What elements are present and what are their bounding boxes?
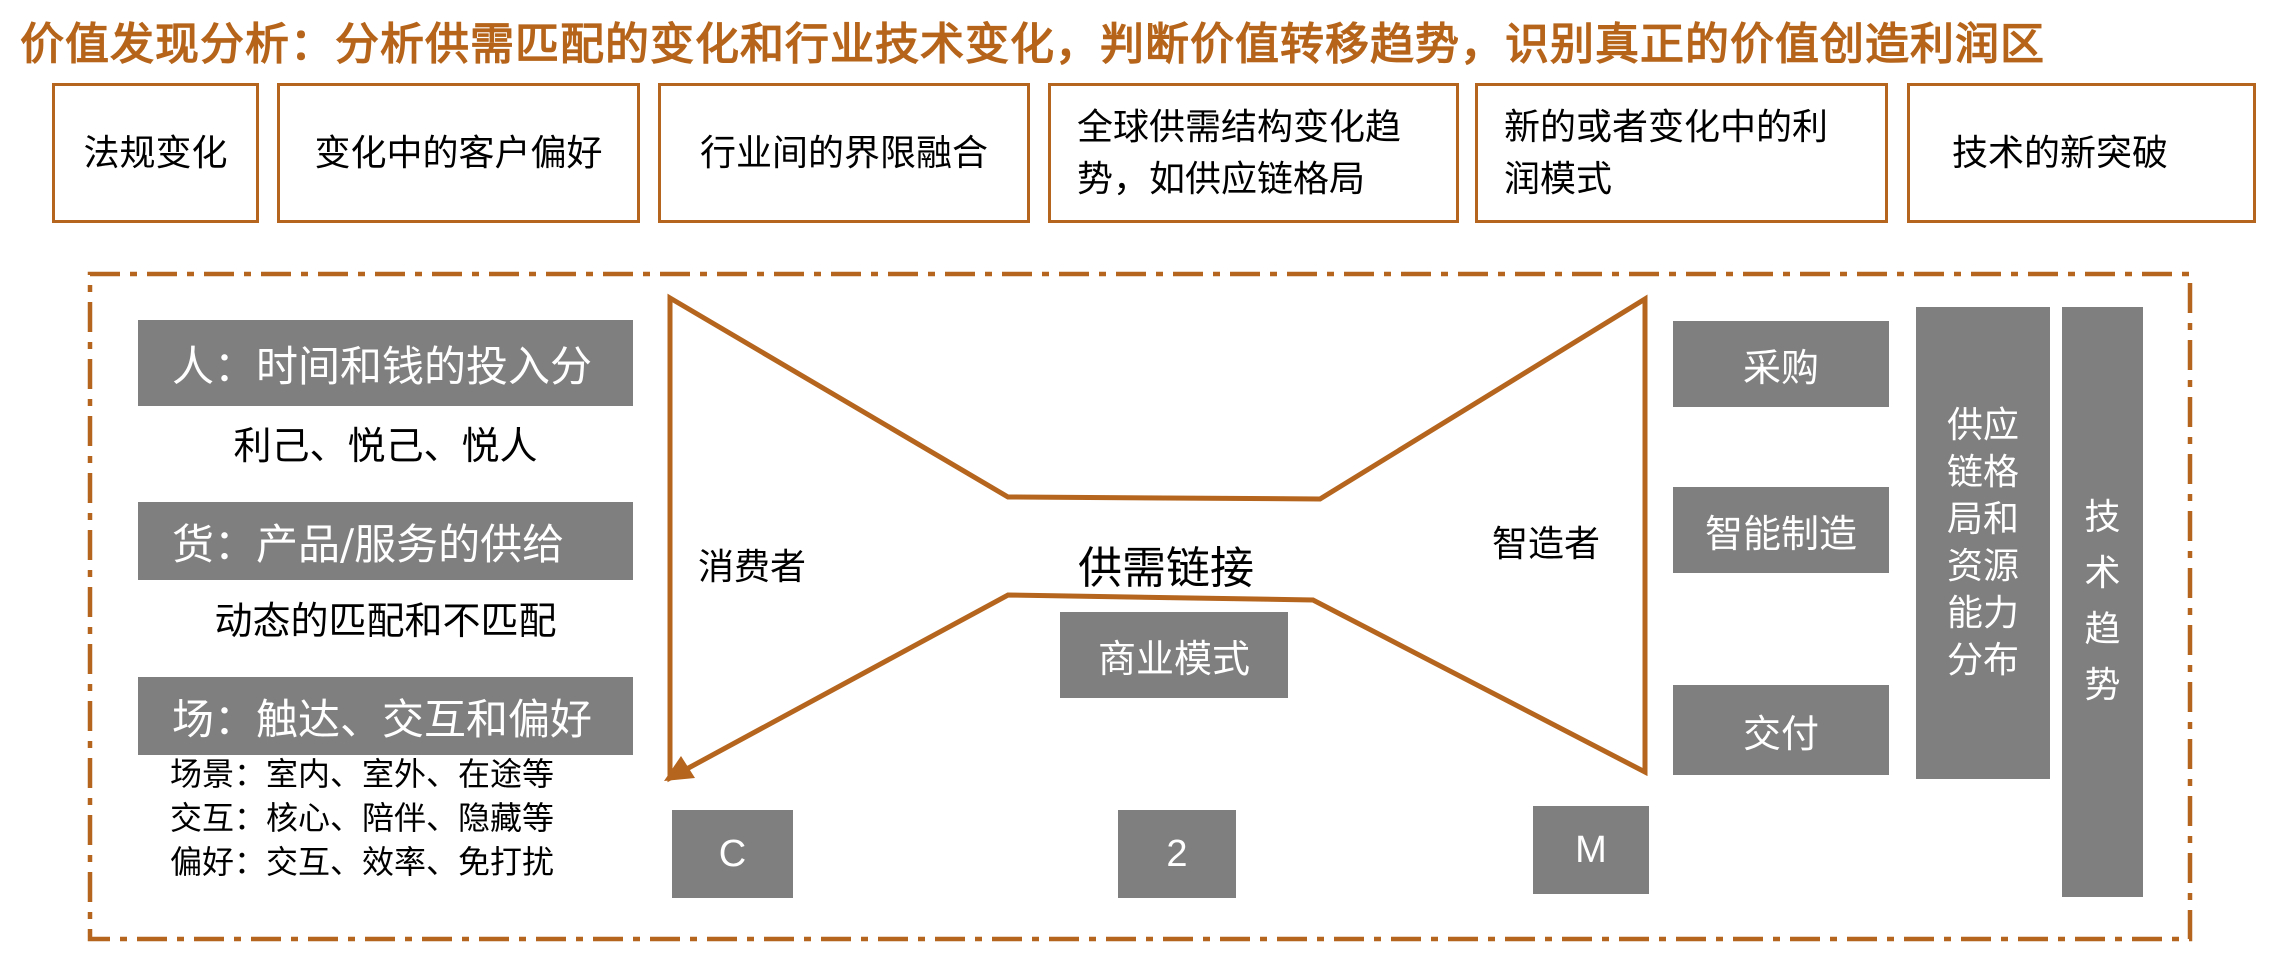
goods-note: 动态的匹配和不匹配	[214, 599, 557, 643]
goods-header-box: 货：产品/服务的供给	[138, 502, 633, 580]
factor-box-industry-boundary: 行业间的界限融合	[658, 83, 1030, 223]
people-header-label: 人：时间和钱的投入分	[172, 341, 593, 391]
factor-label: 新的或者变化中的利润模式	[1504, 105, 1829, 199]
factor-label: 全球供需结构变化趋势，如供应链格局	[1077, 105, 1402, 199]
c2m-box-m: M	[1533, 806, 1649, 894]
smart-manufacturing-box: 智能制造	[1673, 487, 1889, 573]
scene-note-line: 场景：室内、室外、在途等	[170, 755, 555, 793]
business-model-box: 商业模式	[1060, 612, 1288, 698]
c2m-box-c: C	[672, 810, 793, 898]
c2m-label: C	[718, 832, 747, 875]
people-header-box: 人：时间和钱的投入分	[138, 320, 633, 406]
scene-note-line: 偏好：交互、效率、免打扰	[170, 843, 555, 881]
c2m-box-2: 2	[1118, 810, 1236, 898]
scene-notes: 场景：室内、室外、在途等 交互：核心、陪伴、隐藏等 偏好：交互、效率、免打扰	[170, 752, 640, 884]
consumer-label: 消费者	[698, 547, 807, 588]
factor-label: 技术的新突破	[1952, 131, 2169, 173]
delivery-box: 交付	[1673, 685, 1889, 775]
people-note: 利己、悦己、悦人	[233, 424, 538, 468]
procurement-label: 采购	[1742, 345, 1819, 390]
delivery-label: 交付	[1742, 711, 1819, 756]
smart-manufacturing-label: 智能制造	[1704, 511, 1857, 556]
goods-header-label: 货：产品/服务的供给	[172, 519, 565, 569]
factor-box-global-supply-demand: 全球供需结构变化趋势，如供应链格局	[1048, 83, 1459, 223]
factor-label: 法规变化	[83, 131, 228, 173]
tech-trend-label: 技术趋势	[2084, 497, 2121, 706]
supply-chain-capability-box: 供应链格局和资源能力分布	[1916, 307, 2050, 779]
procurement-box: 采购	[1673, 321, 1889, 407]
smart-maker-label: 智造者	[1492, 524, 1601, 565]
tech-trend-box: 技术趋势	[2062, 307, 2143, 897]
factor-label: 变化中的客户偏好	[314, 131, 603, 173]
factor-box-profit-model: 新的或者变化中的利润模式	[1475, 83, 1888, 223]
scene-header-box: 场：触达、交互和偏好	[138, 677, 633, 755]
factor-box-tech-breakthrough: 技术的新突破	[1907, 83, 2256, 223]
business-model-label: 商业模式	[1097, 636, 1250, 681]
factor-box-customer-preference: 变化中的客户偏好	[277, 83, 640, 223]
bowtie-outline	[667, 293, 1648, 783]
factor-box-regulation: 法规变化	[52, 83, 259, 223]
supply-chain-capability-label: 供应链格局和资源能力分布	[1946, 405, 2019, 681]
c2m-label: M	[1575, 828, 1607, 871]
supply-demand-link-label: 供需链接	[1078, 543, 1254, 594]
dashed-frame	[87, 271, 2193, 942]
page-title: 价值发现分析：分析供需匹配的变化和行业技术变化，判断价值转移趋势，识别真正的价值…	[20, 20, 2045, 69]
scene-header-label: 场：触达、交互和偏好	[172, 694, 593, 744]
c2m-label: 2	[1166, 832, 1188, 875]
arrowhead	[664, 756, 695, 781]
scene-note-line: 交互：核心、陪伴、隐藏等	[170, 799, 555, 837]
factor-label: 行业间的界限融合	[699, 131, 988, 173]
